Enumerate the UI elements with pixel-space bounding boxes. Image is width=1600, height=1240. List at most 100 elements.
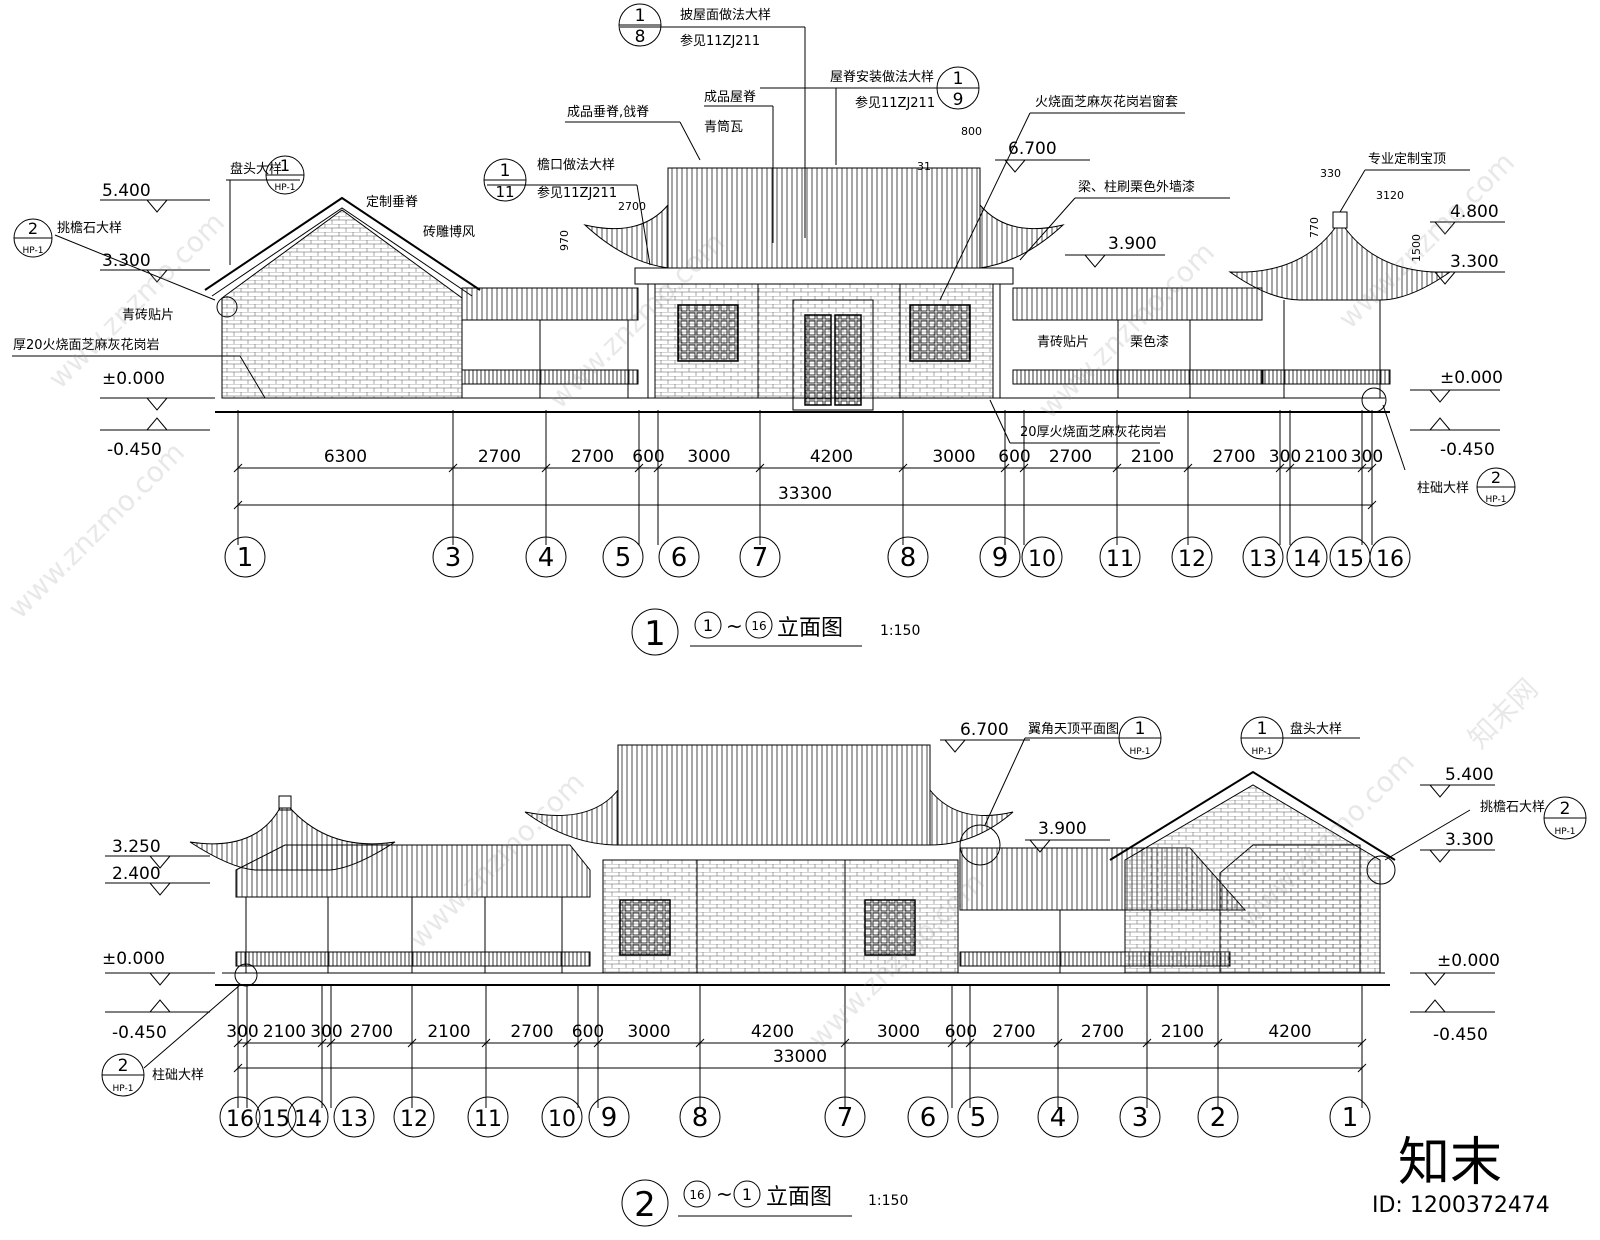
- level-m450-left: -0.450: [100, 417, 210, 460]
- axis-label: 4: [538, 543, 555, 573]
- dim-text: 6300: [324, 447, 367, 467]
- note-lise: 栗色漆: [1130, 334, 1169, 350]
- callout-zhuchu: 2 HP-1 柱础大样: [1417, 467, 1516, 507]
- svg-text:-0.450: -0.450: [1433, 1025, 1488, 1045]
- axis-bubble: [1021, 536, 1063, 578]
- note-zhuandiao: 砖雕博风: [423, 225, 475, 240]
- svg-text:柱础大样: 柱础大样: [1417, 481, 1469, 496]
- dim-text: 2100: [427, 1022, 470, 1042]
- svg-text:挑檐石大样: 挑檐石大样: [1480, 800, 1545, 815]
- dim-text: 300: [310, 1022, 342, 1042]
- axis-bubble: [1171, 536, 1213, 578]
- callout-1-11: 1 11 檐口做法大样 参见11ZJ211: [483, 158, 617, 202]
- svg-text:-0.450: -0.450: [112, 1023, 167, 1043]
- axis-bubble: [979, 536, 1021, 578]
- svg-text:3.250: 3.250: [112, 837, 161, 857]
- dim-3120: 3120: [1376, 189, 1404, 202]
- level-label: 5.400: [102, 181, 151, 201]
- dim-text: 3000: [687, 447, 730, 467]
- dim-text: 2700: [1049, 447, 1092, 467]
- dim-text: 2100: [1161, 1022, 1204, 1042]
- axis-bubble: [658, 536, 700, 578]
- note-wuji: 成品屋脊: [704, 90, 756, 105]
- caption-scale: 1:150: [880, 623, 920, 639]
- axis-bubble: [1119, 1096, 1161, 1138]
- level-0-left-2: ±0.000: [102, 949, 215, 986]
- dim-text: 2700: [350, 1022, 393, 1042]
- dim-text: 3000: [627, 1022, 670, 1042]
- callout-zhuchu-2: 2 HP-1 柱础大样: [101, 984, 241, 1097]
- callout-tiaoyan: 2 HP-1 挑檐石大样: [13, 218, 122, 258]
- axis-bubble: [887, 536, 929, 578]
- axis-label: 13: [340, 1107, 368, 1132]
- dim-text: 600: [632, 447, 664, 467]
- axis-bubble: [588, 1096, 630, 1138]
- svg-text:参见11ZJ211: 参见11ZJ211: [680, 33, 760, 49]
- level-3900: 3.900: [1065, 234, 1165, 268]
- axis-label: 8: [692, 1103, 709, 1133]
- svg-text:参见11ZJ211: 参见11ZJ211: [537, 185, 617, 201]
- axis-bubble: [679, 1096, 721, 1138]
- axis-label: 9: [992, 543, 1009, 573]
- axis-label: 7: [837, 1103, 854, 1133]
- callout-1-8: 1 8 披屋面做法大样 参见11ZJ211: [618, 3, 771, 49]
- note-dingzhi: 定制垂脊: [366, 195, 418, 210]
- axis-bubble: [224, 536, 266, 578]
- note-qingtong: 青筒瓦: [704, 119, 743, 135]
- dim-text: 300: [1269, 447, 1301, 467]
- axis-label: 3: [1132, 1103, 1149, 1133]
- main-hall-window-right: [909, 304, 971, 362]
- note-huoshao: 火烧面芝麻灰花岗岩窗套: [1035, 94, 1178, 110]
- note-chuixi: 成品垂脊,戗脊: [567, 105, 649, 120]
- dim-text: 2100: [263, 1022, 306, 1042]
- level-5400: 5.400: [100, 181, 210, 213]
- svg-text:6.700: 6.700: [960, 720, 1009, 740]
- level-0-right-2: ±0.000: [1410, 951, 1500, 986]
- axis-label: 1: [1342, 1103, 1359, 1133]
- axis-bubble: [1197, 1096, 1239, 1138]
- axis-label: 8: [900, 543, 917, 573]
- watermark-logo: 知末: [1398, 1133, 1502, 1193]
- axis-bubble: [219, 1096, 261, 1138]
- level-label: 3.900: [1108, 234, 1157, 254]
- svg-text:www.znzmo.com: www.znzmo.com: [1332, 146, 1521, 335]
- axis-label: 5: [970, 1103, 987, 1133]
- dim-text: 2700: [992, 1022, 1035, 1042]
- dim-text: 4200: [1268, 1022, 1311, 1042]
- main-hall-right-eave: [979, 203, 1065, 269]
- caption-1: 1 1 ~ 16 立面图 1:150: [631, 608, 920, 656]
- axis-bubble: [255, 1096, 297, 1138]
- dim-text: 300: [1351, 447, 1383, 467]
- callout-yijiao: 1 HP-1 翼角天顶平面图: [984, 716, 1162, 826]
- axis-label: 11: [1106, 547, 1134, 572]
- level-2400: 2.400: [105, 864, 210, 896]
- axis-label: 6: [920, 1103, 937, 1133]
- axis-label: 7: [752, 543, 769, 573]
- left-gable-wall: [221, 209, 463, 399]
- note-qingzhuan-2: 青砖贴片: [1037, 335, 1089, 350]
- level-m450-left-2: -0.450: [105, 999, 210, 1043]
- axis-label: 12: [400, 1107, 428, 1132]
- svg-text:HP-1: HP-1: [1555, 827, 1576, 837]
- right-gable-wall-2: [1124, 784, 1381, 974]
- svg-text:2: 2: [1560, 799, 1571, 819]
- dim-1500: 1500: [1410, 234, 1423, 262]
- dim-total: 33300: [778, 484, 832, 504]
- axis-bubble: [824, 1096, 866, 1138]
- svg-text:2: 2: [118, 1056, 129, 1076]
- level-m450-right-2: -0.450: [1410, 999, 1495, 1045]
- svg-text:16: 16: [751, 619, 766, 633]
- svg-text:盘头大样: 盘头大样: [230, 161, 282, 177]
- svg-text:3.300: 3.300: [1445, 830, 1494, 850]
- note-hou20: 厚20火烧面芝麻灰花岗岩: [13, 337, 160, 353]
- svg-text:±0.000: ±0.000: [1437, 951, 1500, 971]
- detail-circle: [216, 296, 238, 318]
- dim-330: 330: [1320, 167, 1341, 180]
- caption-title-2: 立面图: [766, 1185, 832, 1210]
- elevation-1: 5.400 3.300 ±0.000 -0.450 6.700 3.900 4.…: [12, 3, 1516, 656]
- svg-text:2: 2: [28, 219, 38, 238]
- axis-label: 15: [1336, 547, 1364, 572]
